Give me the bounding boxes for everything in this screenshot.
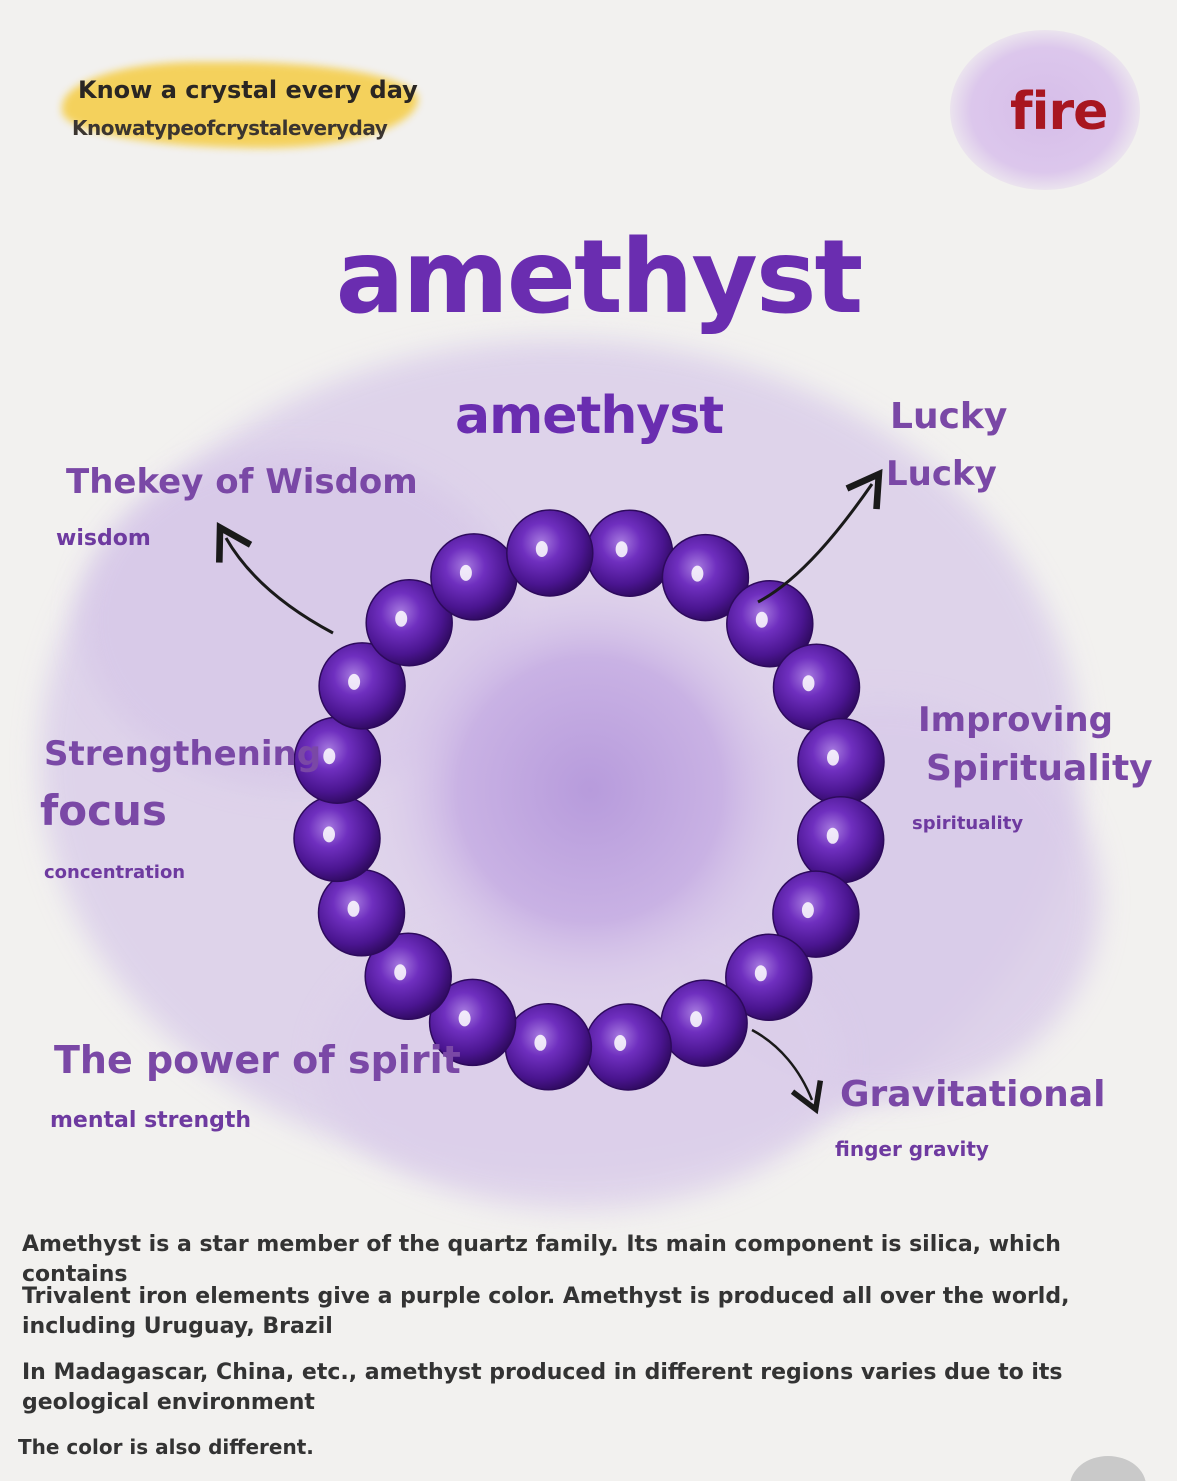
bead-highlight xyxy=(802,675,815,692)
spirituality-title-1: Improving xyxy=(918,700,1113,740)
bead-highlight xyxy=(394,964,407,981)
element-badge-background xyxy=(950,30,1140,190)
bead xyxy=(428,978,517,1067)
bead xyxy=(430,533,518,621)
bead xyxy=(365,578,453,667)
bead-highlight xyxy=(615,541,628,558)
bead-highlight xyxy=(690,1011,703,1028)
description-paragraph-2: Trivalent iron elements give a purple co… xyxy=(22,1284,1070,1339)
arrow-gravity xyxy=(751,1028,824,1115)
gravity-title: Gravitational xyxy=(840,1074,1106,1115)
focus-subtitle: concentration xyxy=(44,862,186,883)
bead-highlight xyxy=(614,1035,627,1051)
description-paragraph-1: Amethyst is a star member of the quartz … xyxy=(22,1232,1061,1287)
focus-title-2: focus xyxy=(40,786,167,835)
spirit-title: The power of spirit xyxy=(54,1038,461,1082)
bead xyxy=(318,642,406,730)
focus-title-1: Strengthening xyxy=(44,734,322,774)
bead-highlight xyxy=(348,673,361,690)
bead xyxy=(584,1003,672,1091)
lucky-title-2: Lucky xyxy=(886,454,997,494)
spirituality-title-2: Spirituality xyxy=(926,748,1153,789)
arrow-wisdom xyxy=(216,522,334,635)
bead-highlight xyxy=(755,611,768,628)
wisdom-title: Thekey of Wisdom xyxy=(66,462,418,502)
bead xyxy=(504,1003,593,1091)
bead-highlight xyxy=(395,610,408,627)
bead xyxy=(661,533,750,622)
bead xyxy=(364,932,452,1021)
bead xyxy=(725,933,813,1022)
bead xyxy=(506,509,594,597)
bead xyxy=(797,717,885,806)
header-line-1: Know a crystal every day xyxy=(78,76,418,104)
header-line-2: Knowatypeofcrystaleveryday xyxy=(72,116,388,140)
lucky-title-1: Lucky xyxy=(890,396,1008,437)
bead xyxy=(660,979,748,1067)
bead-highlight xyxy=(535,541,548,557)
element-label: fire xyxy=(1010,82,1108,142)
bead-highlight xyxy=(323,748,336,765)
bead-highlight xyxy=(826,827,839,844)
bead xyxy=(726,579,814,668)
description-paragraph-4: The color is also different. xyxy=(18,1435,314,1459)
bead-highlight xyxy=(691,565,704,582)
spirit-subtitle: mental strength xyxy=(50,1108,252,1133)
bead xyxy=(772,643,861,731)
bead-highlight xyxy=(459,564,472,581)
bead xyxy=(293,794,381,883)
bead-highlight xyxy=(827,749,839,766)
bead xyxy=(317,869,406,957)
bead xyxy=(796,796,885,884)
spirituality-subtitle: spirituality xyxy=(912,813,1024,834)
bead-highlight xyxy=(754,965,767,982)
bead-highlight xyxy=(323,826,335,843)
page-title: amethyst xyxy=(335,218,864,337)
wisdom-subtitle: wisdom xyxy=(56,526,151,551)
bead-highlight xyxy=(801,902,814,919)
header-highlight xyxy=(62,62,418,148)
gravity-subtitle: finger gravity xyxy=(835,1137,989,1161)
bead xyxy=(772,870,860,958)
bead-highlight xyxy=(347,900,360,917)
arrow-lucky xyxy=(757,468,883,604)
bead-highlight xyxy=(458,1010,471,1027)
bead xyxy=(585,509,674,597)
bracelet-title: amethyst xyxy=(455,386,724,446)
bead-highlight xyxy=(534,1034,547,1051)
description-paragraph-3: In Madagascar, China, etc., amethyst pro… xyxy=(22,1360,1063,1415)
